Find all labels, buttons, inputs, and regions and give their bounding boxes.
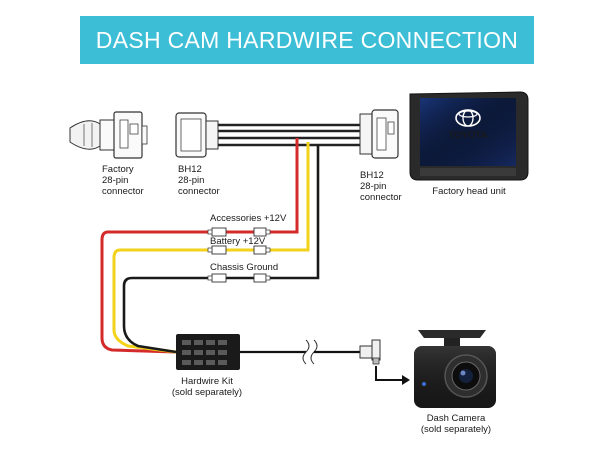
chassis-ground-label: Chassis Ground <box>210 262 278 273</box>
factory-connector-label-line3: connector <box>102 186 144 197</box>
bh12-left-label-line3: connector <box>178 186 220 197</box>
bh12-left-label-line2: 28-pin <box>178 175 204 186</box>
bh12-left-label-line1: BH12 <box>178 164 202 175</box>
accessories-label: Accessories +12V <box>210 213 287 224</box>
accessories-inline-connector <box>207 227 271 237</box>
hardwire-kit-box <box>176 334 240 370</box>
bh12-right-connector <box>359 109 399 159</box>
ground-inline-connector <box>207 273 271 283</box>
factory-connector <box>69 111 148 159</box>
accessories-wire <box>100 138 299 354</box>
dash-camera-label-line1: Dash Camera <box>427 413 486 424</box>
bh12-right-label-line1: BH12 <box>360 170 384 181</box>
hardwire-kit-label-line1: Hardwire Kit <box>181 376 233 387</box>
bh12-right-label-line2: 28-pin <box>360 181 386 192</box>
factory-head-unit: TOYOTA <box>409 91 529 181</box>
ground-wire <box>122 145 320 354</box>
head-unit-label: Factory head unit <box>432 186 506 197</box>
hardwire-kit-label-line2: (sold separately) <box>172 387 242 398</box>
dash-camera <box>414 330 496 408</box>
harness-wires <box>218 123 360 147</box>
title-banner: DASH CAM HARDWIRE CONNECTION <box>80 16 534 64</box>
bh12-left-connector <box>175 112 219 158</box>
battery-inline-connector <box>207 245 271 255</box>
battery-label: Battery +12V <box>210 236 266 247</box>
bh12-right-label-line3: connector <box>360 192 402 203</box>
factory-connector-label-line2: 28-pin <box>102 175 128 186</box>
arrow-icon <box>375 366 402 381</box>
banner-title: DASH CAM HARDWIRE CONNECTION <box>95 27 519 53</box>
battery-wire <box>112 142 310 354</box>
camera-power-cable <box>240 339 360 365</box>
dash-camera-label-line2: (sold separately) <box>421 424 491 435</box>
right-angle-plug <box>359 339 381 365</box>
arrow-head-icon <box>402 375 410 385</box>
factory-connector-label-line1: Factory <box>102 164 134 175</box>
head-unit-brand: TOYOTA <box>449 130 488 141</box>
